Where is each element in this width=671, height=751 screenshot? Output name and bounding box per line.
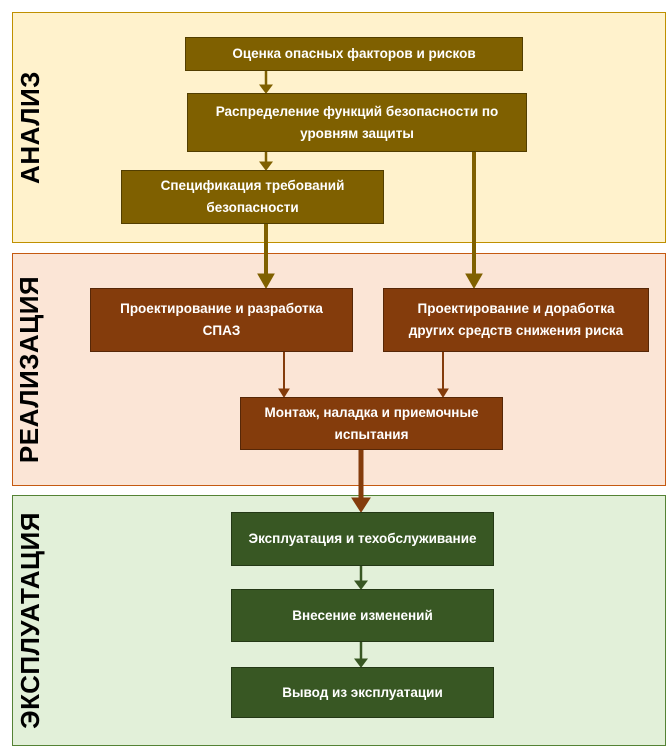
- safety-requirements-text: Спецификация требований безопасности: [160, 178, 345, 215]
- spaz-design-text: Проектирование и разработка СПАЗ: [120, 301, 323, 338]
- decommissioning-text: Вывод из эксплуатации: [282, 684, 443, 700]
- function-allocation-text: Распределение функций безопасности по ур…: [215, 103, 499, 141]
- spaz-design-box: Проектирование и разработка СПАЗ: [90, 288, 353, 352]
- function-allocation-box: Распределение функций безопасности по ур…: [187, 93, 527, 152]
- modifications-text: Внесение изменений: [292, 607, 433, 623]
- other-means-design-text: Проектирование и доработка других средст…: [408, 301, 624, 338]
- installation-box: Монтаж, наладка и приемочные испытания: [240, 397, 503, 450]
- analysis-phase-label-wrap: АНАЛИЗ: [0, 12, 60, 243]
- decommissioning-box: Вывод из эксплуатации: [231, 667, 494, 718]
- hazard-assessment-text: Оценка опасных факторов и рисков: [232, 46, 476, 61]
- operation-maintenance-box: Эксплуатация и техобслуживание: [231, 512, 494, 566]
- analysis-phase-label: АНАЛИЗ: [14, 71, 45, 184]
- hazard-assessment-box: Оценка опасных факторов и рисков: [185, 37, 523, 71]
- operation-phase-label: ЭКСПЛУАТАЦИЯ: [14, 512, 45, 729]
- modifications-box: Внесение изменений: [231, 589, 494, 642]
- other-means-design-box: Проектирование и доработка других средст…: [383, 288, 649, 352]
- realization-phase-label-wrap: РЕАЛИЗАЦИЯ: [0, 253, 60, 486]
- safety-requirements-box: Спецификация требований безопасности: [121, 170, 384, 224]
- operation-phase-label-wrap: ЭКСПЛУАТАЦИЯ: [0, 495, 60, 746]
- realization-phase-label: РЕАЛИЗАЦИЯ: [14, 275, 45, 464]
- operation-maintenance-text: Эксплуатация и техобслуживание: [248, 531, 477, 546]
- installation-text: Монтаж, наладка и приемочные испытания: [264, 404, 479, 442]
